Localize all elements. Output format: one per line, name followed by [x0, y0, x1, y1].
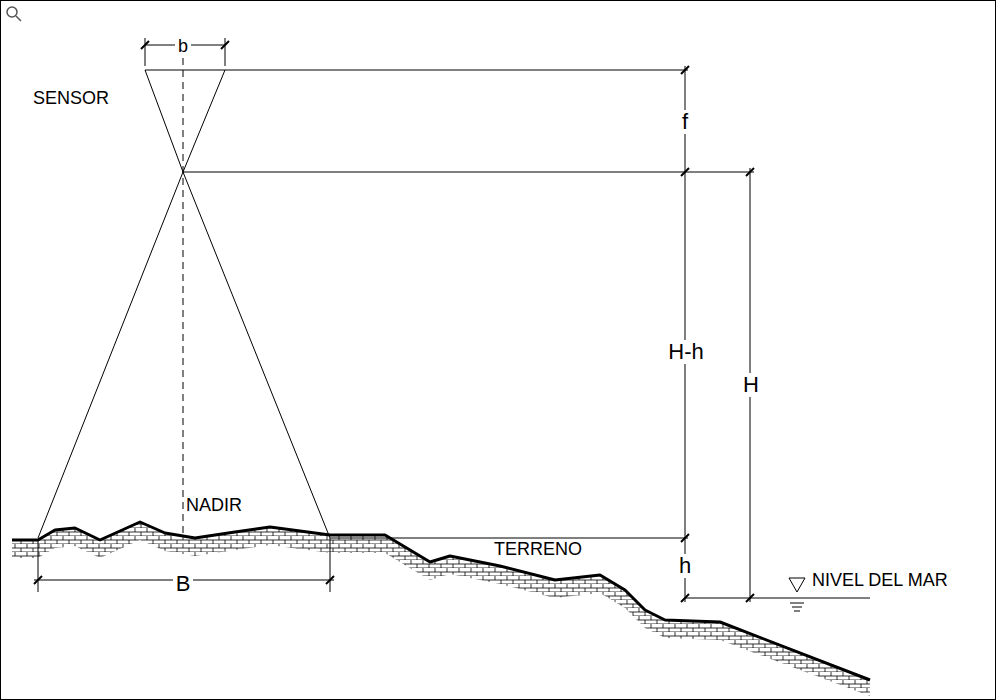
part-label: TERRENO: [494, 540, 582, 558]
dimension-label: H: [740, 373, 762, 397]
terrain-hatching: [12, 522, 870, 696]
dimension-label: f: [679, 110, 691, 134]
dimension-label: b: [175, 36, 191, 56]
dimension-label: H-h: [665, 340, 706, 364]
dimension-label: h: [676, 554, 694, 578]
part-label: NIVEL DEL MAR: [812, 571, 948, 589]
part-label: NADIR: [186, 496, 242, 514]
dimension-label: B: [173, 572, 194, 596]
magnifier-icon: [7, 7, 21, 21]
part-label: SENSOR: [33, 89, 109, 107]
terrain-line: [12, 522, 870, 680]
sensor-geometry-lines: [34, 38, 870, 611]
